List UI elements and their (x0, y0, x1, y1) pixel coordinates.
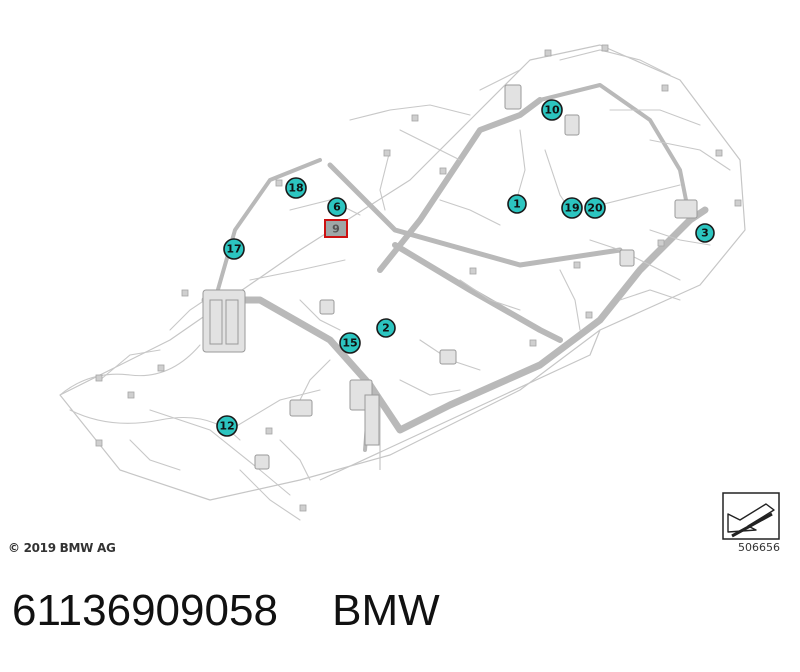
callout-19-label: 19 (564, 202, 579, 215)
callout-3-label: 3 (701, 227, 709, 240)
callout-6-label: 6 (333, 201, 341, 214)
harness-trunks (201, 83, 709, 452)
callout-2-label: 2 (382, 322, 390, 335)
callout-6[interactable]: 6 (327, 197, 347, 217)
connectors (202, 84, 698, 470)
diagram-number: 506656 (738, 541, 780, 554)
wiring-harness-diagram: 1 2 3 6 9 10 12 15 17 18 19 20 (59, 44, 746, 521)
callout-17[interactable]: 17 (223, 238, 245, 260)
copyright-notice: © 2019 BMW AG (8, 541, 116, 555)
callout-18[interactable]: 18 (285, 177, 307, 199)
callout-1[interactable]: 1 (507, 194, 527, 214)
callout-15[interactable]: 15 (339, 332, 361, 354)
callout-10-label: 10 (544, 104, 560, 117)
callout-9-highlighted[interactable]: 9 (324, 219, 348, 238)
callout-17-label: 17 (226, 243, 241, 256)
callout-3[interactable]: 3 (695, 223, 715, 243)
callout-15-label: 15 (342, 337, 357, 350)
part-footer: 61136909058 BMW (12, 586, 440, 636)
part-number: 61136909058 (12, 586, 278, 635)
view-direction-icon (722, 492, 780, 540)
callout-10[interactable]: 10 (541, 99, 563, 121)
brand-name: BMW (332, 586, 440, 635)
callout-20-label: 20 (587, 202, 603, 215)
callout-19[interactable]: 19 (561, 197, 583, 219)
callout-20[interactable]: 20 (584, 197, 606, 219)
callout-1-label: 1 (513, 198, 521, 211)
harness-branches (59, 49, 731, 521)
callout-18-label: 18 (288, 182, 303, 195)
callout-9-label: 9 (332, 223, 340, 236)
callout-12[interactable]: 12 (216, 415, 238, 437)
plug-ends (95, 44, 742, 512)
vehicle-outline (59, 44, 746, 501)
callout-12-label: 12 (219, 420, 234, 433)
callout-2[interactable]: 2 (376, 318, 396, 338)
